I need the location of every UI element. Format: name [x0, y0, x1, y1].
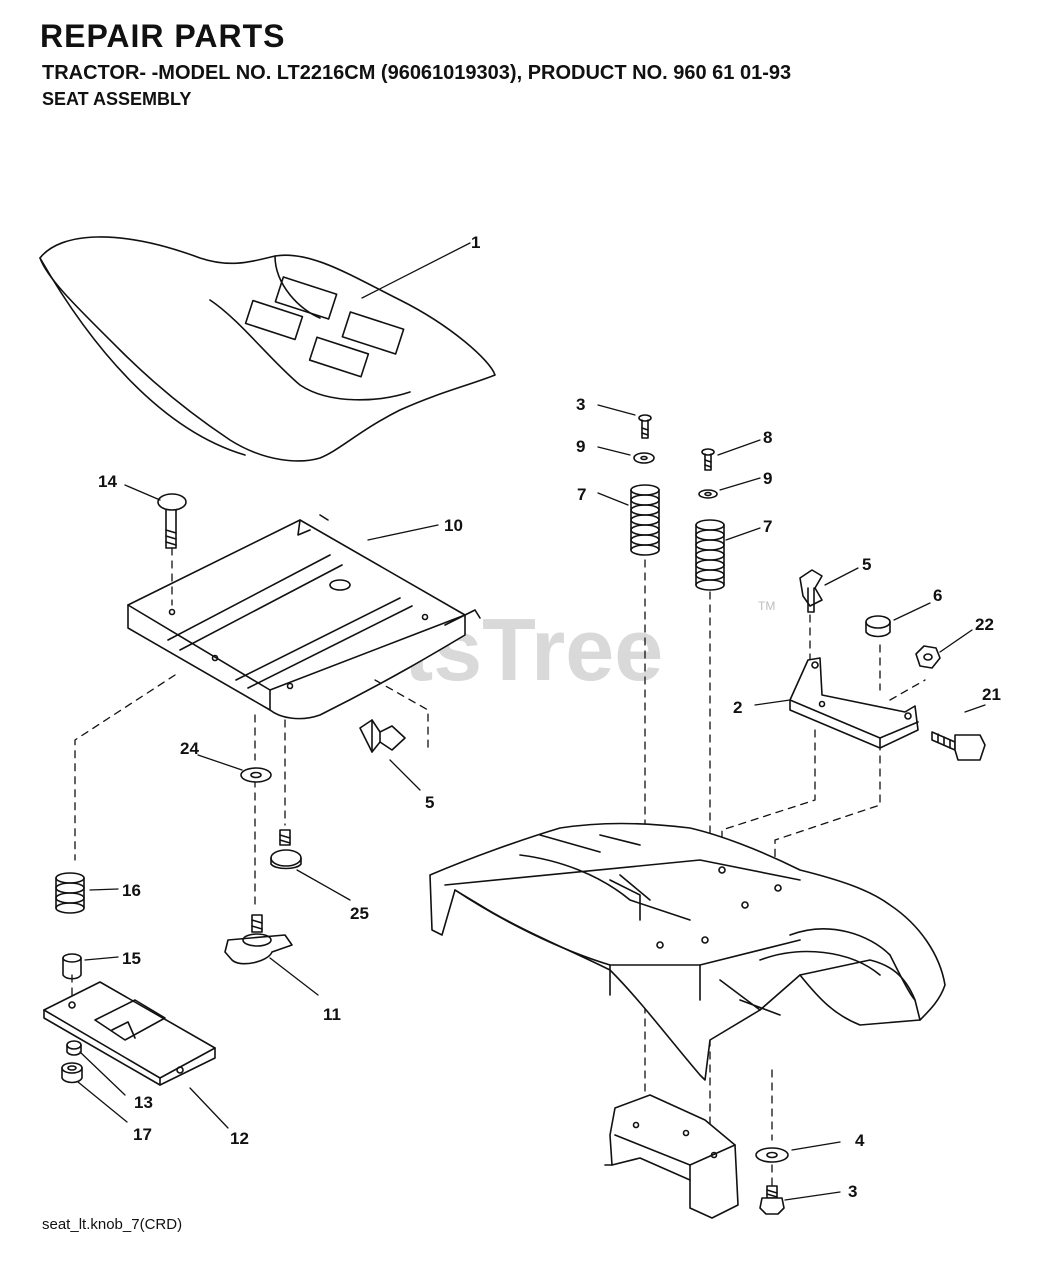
clip-part-left[interactable] [359, 719, 421, 791]
spring-part-16[interactable] [55, 872, 119, 914]
callout-12: 12 [230, 1129, 249, 1148]
callout-17: 17 [133, 1125, 152, 1144]
callout-9-right: 9 [763, 469, 772, 488]
seat-bracket-part[interactable] [754, 657, 919, 749]
callout-14: 14 [98, 472, 117, 491]
bolt-part-3-lower[interactable] [759, 1185, 841, 1215]
callout-25: 25 [350, 904, 369, 923]
callout-22: 22 [975, 615, 994, 634]
model-subtitle: TRACTOR- -MODEL NO. LT2216CM (9606101930… [42, 62, 792, 84]
callout-6: 6 [933, 586, 942, 605]
knob-bolt-part[interactable] [931, 704, 986, 761]
callout-3-upper: 3 [576, 395, 585, 414]
seat-part[interactable] [39, 236, 496, 462]
section-title: SEAT ASSEMBLY [42, 89, 192, 109]
washer-part-4[interactable] [755, 1141, 841, 1163]
callout-15: 15 [122, 949, 141, 968]
callout-4: 4 [855, 1131, 865, 1150]
lock-nut-part[interactable] [61, 1062, 128, 1123]
callout-9-left: 9 [576, 437, 585, 456]
bolt-part-8[interactable] [701, 439, 761, 471]
callout-5-right: 5 [862, 555, 871, 574]
seat-pan-part[interactable] [127, 514, 481, 720]
spring-part-7-left[interactable] [597, 484, 660, 556]
spring-part-7-right[interactable] [695, 519, 761, 591]
callout-3-lower: 3 [848, 1182, 857, 1201]
callout-13: 13 [134, 1093, 153, 1112]
watermark-tm: TM [758, 599, 775, 613]
nut-part-6[interactable] [865, 602, 931, 638]
washer-part-9-left[interactable] [597, 446, 655, 464]
callout-21: 21 [982, 685, 1001, 704]
callout-2: 2 [733, 698, 742, 717]
clip-part-right[interactable] [799, 567, 859, 613]
diagram-code: seat_lt.knob_7(CRD) [42, 1216, 183, 1233]
washer-part-9-right[interactable] [698, 477, 761, 499]
page-title: REPAIR PARTS [40, 18, 286, 54]
callout-11: 11 [323, 1005, 341, 1024]
callout-16: 16 [122, 881, 141, 900]
callout-5-left: 5 [425, 793, 434, 812]
fender-body-part[interactable] [429, 822, 946, 1081]
callout-24: 24 [180, 739, 199, 758]
bolt-part-3-upper[interactable] [597, 404, 652, 439]
knob-part[interactable] [224, 914, 319, 996]
nut-part-13[interactable] [66, 1040, 126, 1096]
lower-mount-bracket[interactable] [604, 1094, 739, 1219]
shoulder-bolt-part[interactable] [270, 829, 351, 901]
washer-part[interactable] [197, 754, 272, 783]
nut-part-22[interactable] [915, 629, 973, 669]
bracket-plate-part[interactable] [43, 981, 229, 1129]
callout-1: 1 [471, 233, 480, 252]
callout-7-right: 7 [763, 517, 772, 536]
callout-7-left: 7 [577, 485, 586, 504]
carriage-bolt-part[interactable] [124, 484, 187, 549]
spacer-part[interactable] [62, 953, 119, 980]
callout-10: 10 [444, 516, 463, 535]
callout-8: 8 [763, 428, 772, 447]
